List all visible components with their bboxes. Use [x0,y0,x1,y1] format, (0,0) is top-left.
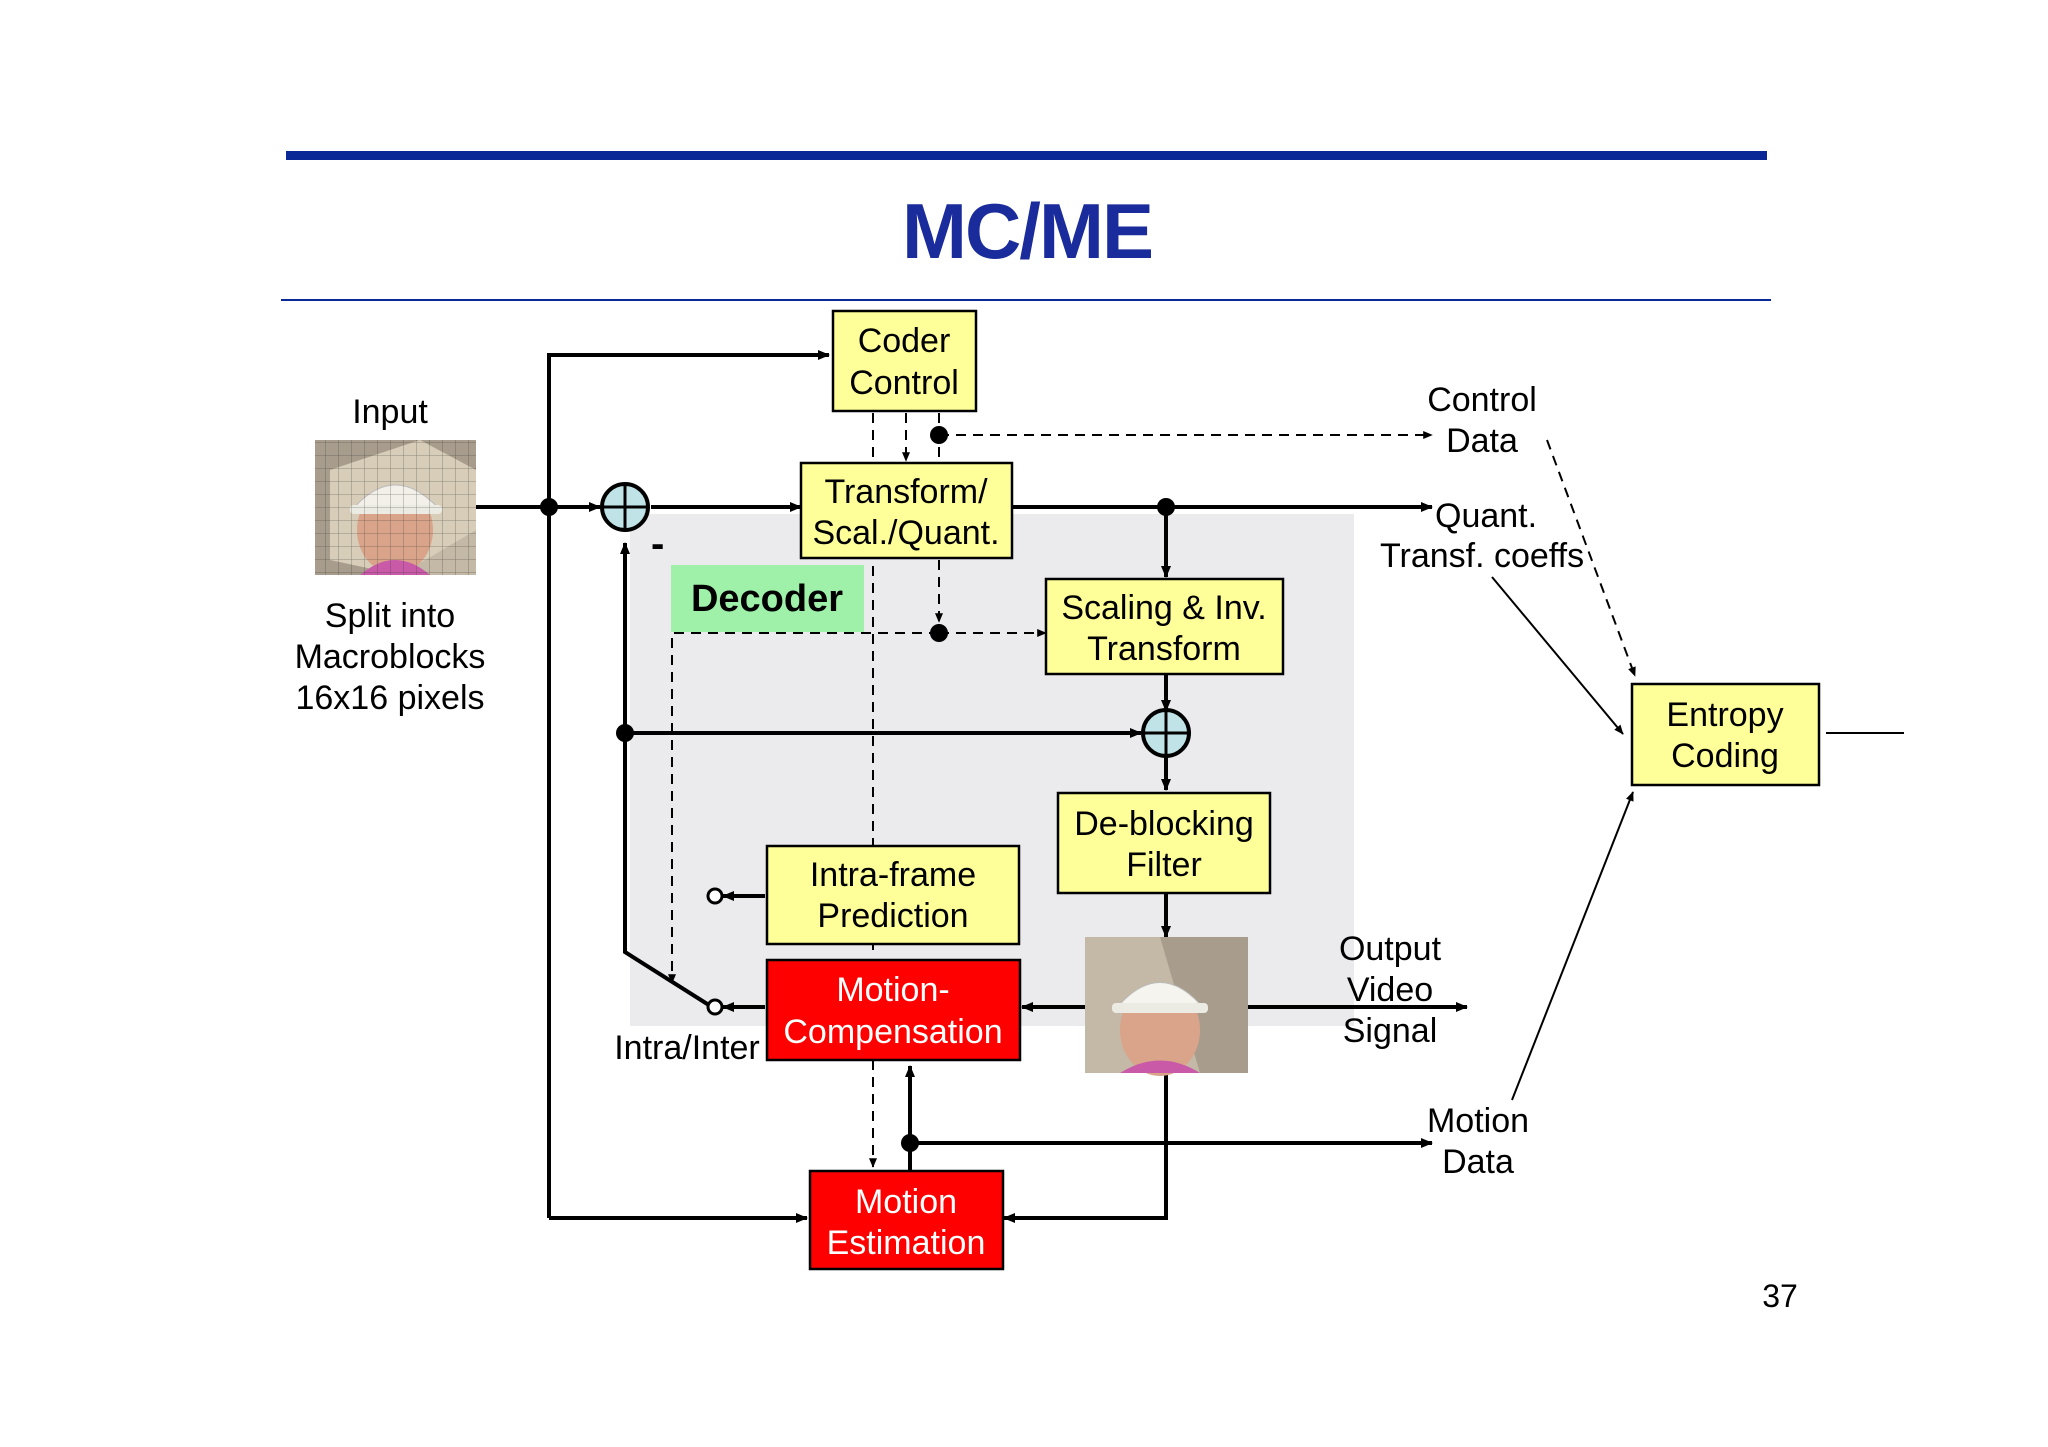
quant-coeffs-label-1: Quant. [1435,497,1537,535]
split-label-3: 16x16 pixels [295,679,484,717]
minus-sign: - [651,522,664,566]
svg-text:Motion-: Motion- [836,971,949,1009]
control-data-label-2: Data [1446,422,1518,460]
line-frame-to-motion-estimation [1003,1074,1168,1223]
junction-dot [616,724,634,742]
input-label: Input [352,393,428,431]
switch-contact-inter [706,998,724,1016]
control-data-label-1: Control [1427,381,1537,419]
switch-arm [620,542,714,1009]
split-label-1: Split into [325,597,455,635]
block-scaling-inv-transform: Scaling & Inv. Transform [1044,577,1285,676]
svg-text:Prediction: Prediction [817,897,968,935]
output-label-3: Signal [1343,1012,1438,1050]
dash-to-switch [668,632,939,984]
svg-text:Coding: Coding [1671,737,1779,775]
switch-contact-intra [706,887,724,905]
decoder-label: Decoder [691,578,843,620]
decoder-label-box [671,565,864,632]
svg-text:Transform: Transform [1087,630,1241,668]
svg-text:Coder: Coder [858,322,951,360]
slide-title: MC/ME [902,187,1152,275]
line-motiondata-to-entropy [1511,791,1634,1101]
svg-text:Control: Control [849,364,959,402]
svg-text:Scaling & Inv.: Scaling & Inv. [1061,589,1266,627]
block-intra-frame-prediction: Intra-frame Prediction [765,844,1021,946]
dash-control-to-entropy [1546,439,1636,677]
adder-mid-icon [1141,708,1191,758]
svg-text:Transform/: Transform/ [824,473,988,511]
block-motion-estimation: Motion Estimation [808,1169,1005,1271]
output-label-1: Output [1339,930,1442,968]
intra-inter-label: Intra/Inter [614,1029,760,1067]
split-label-2: Macroblocks [295,638,486,676]
header-bar-top [286,151,1767,160]
motion-data-label-1: Motion [1427,1102,1529,1140]
input-frame-image [315,440,476,575]
line-coeffs-to-entropy [1491,576,1624,735]
quant-coeffs-label-2: Transf. coeffs [1380,537,1584,575]
output-frame-image [1085,937,1248,1076]
svg-text:Estimation: Estimation [827,1224,986,1262]
line-input-to-coder-control [547,350,830,1218]
block-transform-quant: Transform/ Scal./Quant. [799,461,1014,560]
motion-data-label-2: Data [1442,1143,1514,1181]
svg-text:Entropy: Entropy [1666,696,1783,734]
output-label-2: Video [1347,971,1433,1009]
adder-top-icon [600,482,650,532]
svg-text:Intra-frame: Intra-frame [810,856,976,894]
page-number: 37 [1762,1278,1798,1314]
junction-dot [930,624,948,642]
block-motion-compensation: Motion- Compensation [765,958,1022,1062]
svg-text:De-blocking: De-blocking [1074,805,1254,843]
junction-dot [901,1134,919,1152]
svg-text:Compensation: Compensation [783,1013,1002,1051]
block-coder-control: Coder Control [831,309,978,413]
svg-text:Motion: Motion [855,1183,957,1221]
junction-dot [540,498,558,516]
junction-dot [930,426,948,444]
svg-text:Filter: Filter [1126,846,1202,884]
junction-dot [1157,498,1175,516]
header-rule-bottom [281,299,1771,301]
svg-text:Scal./Quant.: Scal./Quant. [812,514,999,552]
block-deblocking-filter: De-blocking Filter [1056,791,1272,895]
block-entropy-coding: Entropy Coding [1630,682,1821,787]
